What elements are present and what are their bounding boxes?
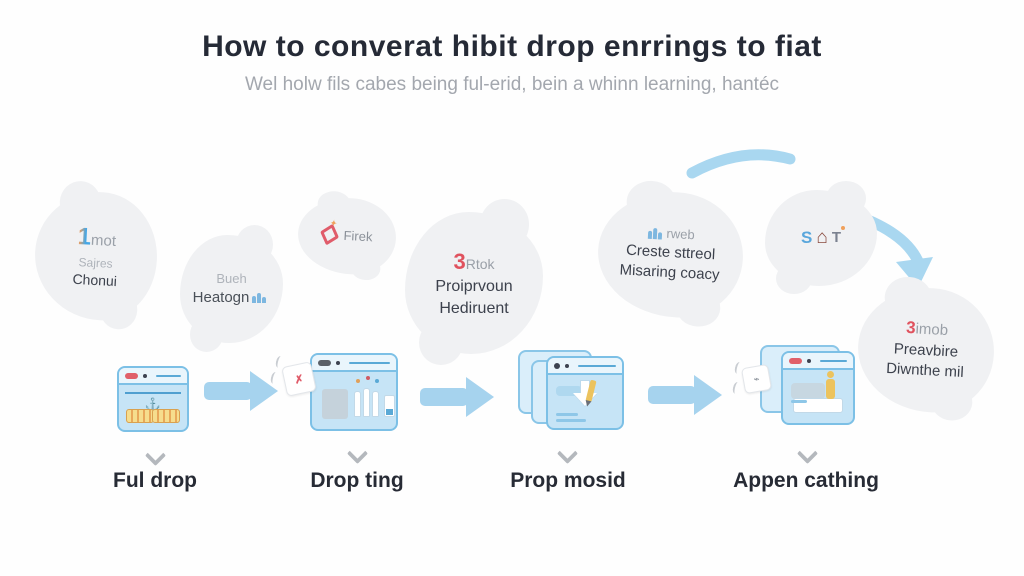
cloud-text: Hediruent [439,299,509,317]
cloud-step-3: Firek [296,195,398,277]
chevron-down-icon [144,444,167,467]
beaker-icon [384,395,395,417]
cloud-text: Bueh [216,271,247,287]
arrow-right-icon [420,377,494,417]
cloud-step-4: 3Rtok Proiprvoun Hediruent [405,199,543,366]
chevron-down-icon [796,442,819,465]
dot-icon [554,362,560,369]
step-suffix: Rtok [465,255,495,272]
browser-header [783,353,853,370]
bottle-icon [372,391,379,417]
step-suffix: rweb [666,226,696,243]
step-label: Prop mosid [510,469,626,492]
cloud-text: Proiprvoun [435,278,513,296]
browser-header [312,355,396,372]
curved-arc-icon [686,149,796,179]
address-line-icon [349,361,390,364]
coin-stack-icon [126,409,154,423]
button-pill-icon [125,372,138,379]
chevron-down-icon [346,442,369,465]
step-card-appen-cathing: ⌁ [731,342,857,430]
cloud-text: Sajres [78,254,113,271]
t-glyph-icon: T [832,225,846,248]
dot-icon [807,358,811,363]
step-suffix: mot [90,231,117,251]
dot-icon [143,373,147,378]
page-subtitle: Wel holw fils cabes being ful-erid, bein… [244,74,780,95]
cloud-step-1: 1mot Sajres Chonui [31,188,161,324]
cloud-step-5: rweb Creste sttreol Misaring coacy [594,188,747,321]
dot-icon [336,360,340,365]
speech-note-icon: ⌁ [740,363,773,395]
speck-icon [366,376,370,380]
anchor-icon: ⚓ [144,397,162,412]
house-glyph-icon: ⌂ [816,227,828,249]
cloud-text: Chonui [72,270,118,289]
cloud-step-6: S ⌂ T [765,181,877,294]
flag-icon [319,224,339,246]
chevron-down-icon [556,442,579,465]
address-line-icon [156,374,181,377]
address-line-icon [820,359,847,362]
arrow-right-icon [204,371,278,411]
person-icon [826,371,835,399]
step-card-drop-ting [310,353,398,431]
step-label: Ful drop [113,469,197,492]
step-label: Appen cathing [733,469,879,492]
globe-glyph-icon: S [801,227,813,247]
motion-line-icon [731,381,742,395]
browser-header [548,358,622,375]
drop-zone-icon [322,389,348,419]
cart-icon [791,383,825,399]
colorful-glyphs-icon: S ⌂ T [801,225,846,251]
button-pill-icon [318,359,331,366]
text-line-icon [556,413,578,416]
bottle-icon [363,388,370,417]
step-suffix: imob [915,320,949,340]
speck-icon [375,379,379,383]
step-label: Drop ting [310,469,404,492]
cloud-text: Heatogn [192,288,250,306]
paper-note-icon: ✗ [281,361,317,397]
mini-chart-icon [252,292,267,303]
coin-stack-icon [152,409,180,423]
people-icon [648,227,663,240]
bottle-icon [354,391,361,417]
button-pill-icon [789,357,802,364]
browser-header [119,368,187,385]
speck-icon [356,379,360,383]
window-front [546,356,624,430]
address-line-icon [578,364,616,367]
text-line-icon [556,419,586,422]
content-block-icon [556,386,582,396]
step-number: 3 [453,248,466,274]
window-front [781,351,855,425]
divider [125,392,181,394]
cloud-text: Diwnthe mil [885,360,965,382]
step-card-ful-drop: ⚓ [117,366,189,432]
cloud-text: Firek [343,228,373,245]
cloud-step-2: Bueh Heatogn [180,225,283,352]
dot-icon [565,363,569,368]
text-line-icon [791,400,807,403]
page-title: How to converat hibit drop enrrings to f… [202,30,822,63]
arrow-right-icon [648,375,722,415]
cloud-step-7: 3imob Preavbire Diwnthe mil [854,284,998,416]
cloud-text: Misaring coacy [619,261,720,284]
step-card-prop-mosid [518,350,624,432]
